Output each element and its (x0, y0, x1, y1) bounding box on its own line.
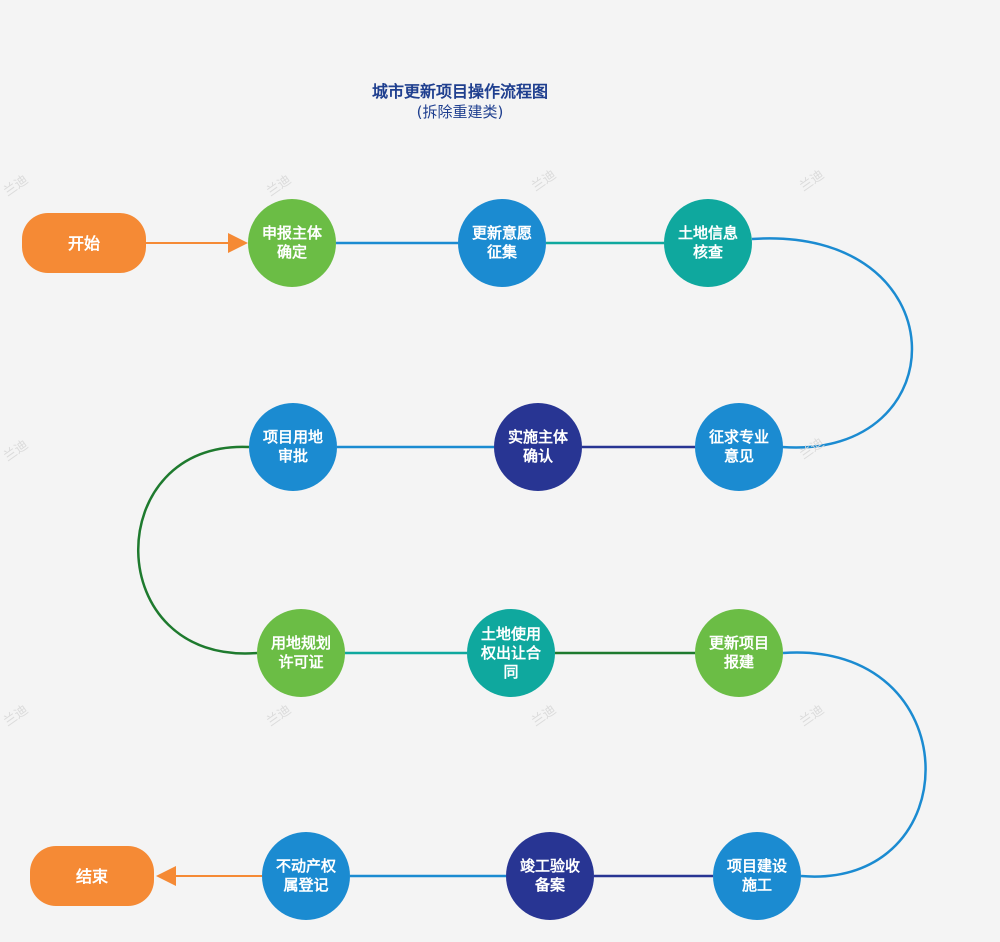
step-node-label: 更新项目 报建 (708, 634, 769, 671)
diagram-subtitle: (拆除重建类) (416, 103, 504, 121)
step-node-label: 更新意愿 征集 (471, 224, 532, 261)
step-node-expert-opinion: 征求专业 意见 (695, 403, 783, 491)
start-node: 开始 (22, 213, 146, 273)
step-node-label: 土地信息 核查 (677, 224, 738, 261)
end-node-label: 结束 (75, 866, 108, 886)
step-node-land-info-check: 土地信息 核查 (664, 199, 752, 287)
step-node-label: 土地使用 权出让合 同 (480, 624, 541, 681)
connector-n3-to-n4 (751, 237, 914, 449)
step-node-planning-permit: 用地规划 许可证 (257, 609, 345, 697)
connector-n9-to-n10 (782, 651, 927, 878)
step-node-label: 不动产权 属登记 (275, 857, 336, 894)
step-node-project-filing: 更新项目 报建 (695, 609, 783, 697)
step-node-label: 实施主体 确认 (507, 428, 568, 465)
end-node: 结束 (30, 846, 154, 906)
step-node-property-registration: 不动产权 属登记 (262, 832, 350, 920)
connector-n6-to-n7 (137, 445, 258, 655)
step-node-construction: 项目建设 施工 (713, 832, 801, 920)
step-node-willingness-collection: 更新意愿 征集 (458, 199, 546, 287)
step-node-completion-acceptance: 竣工验收 备案 (506, 832, 594, 920)
step-node-label: 竣工验收 备案 (519, 857, 580, 894)
step-node-implementer-confirmation: 实施主体 确认 (494, 403, 582, 491)
step-node-label: 申报主体 确定 (261, 224, 322, 261)
step-node-label: 征求专业 意见 (708, 428, 769, 465)
step-node-land-transfer-contract: 土地使用 权出让合 同 (467, 609, 555, 697)
step-node-label: 用地规划 许可证 (270, 634, 331, 671)
step-node-applicant-confirmation: 申报主体 确定 (248, 199, 336, 287)
step-node-label: 项目用地 审批 (262, 428, 323, 465)
step-node-label: 项目建设 施工 (726, 857, 787, 894)
diagram-title: 城市更新项目操作流程图 (371, 82, 548, 101)
start-node-label: 开始 (67, 233, 100, 253)
step-node-land-use-approval: 项目用地 审批 (249, 403, 337, 491)
